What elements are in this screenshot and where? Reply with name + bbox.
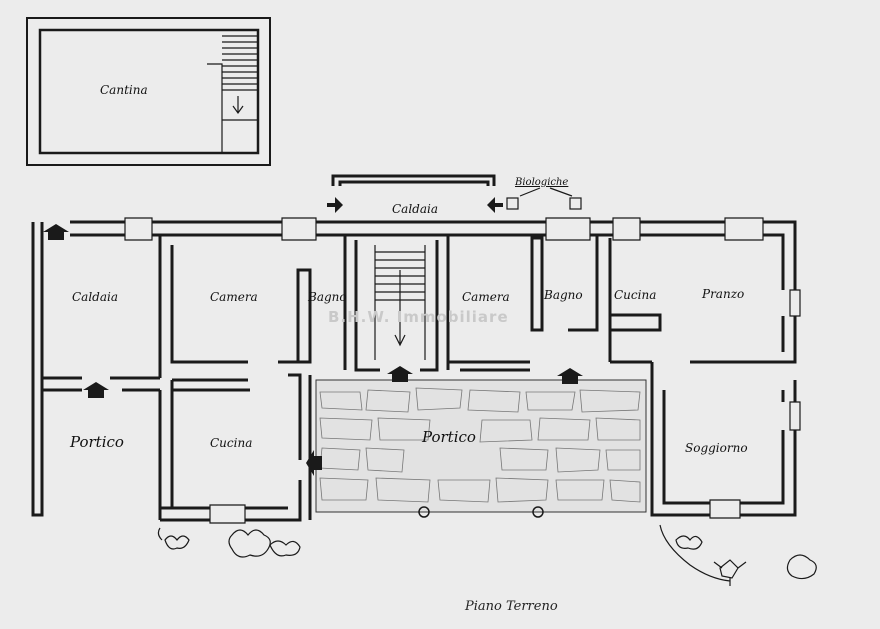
label-camera-1: Camera (210, 290, 258, 304)
label-caldaia-annex: Caldaia (392, 202, 438, 216)
label-cucina-1: Cucina (614, 288, 656, 302)
label-portico-center: Portico (421, 428, 476, 446)
arrow-caldaia-right (487, 197, 503, 213)
caldaia-annex (331, 174, 582, 210)
label-cantina: Cantina (100, 83, 148, 97)
label-bagno-1: Bagno (307, 290, 347, 304)
portico-paving (315, 379, 647, 518)
watermark: B.H.W. Immobiliare (328, 308, 509, 326)
cantina-inset (26, 17, 271, 166)
label-camera-2: Camera (462, 290, 510, 304)
entry-arrows (43, 197, 583, 476)
label-soggiorno: Soggiorno (685, 441, 748, 455)
exterior-walls (31, 220, 797, 522)
arrow-cucina-2 (306, 450, 322, 476)
label-bagno-2: Bagno (543, 288, 583, 302)
cantina-stairs (222, 35, 258, 115)
label-portico-left: Portico (69, 433, 124, 451)
label-cucina-2: Cucina (210, 436, 252, 450)
window-marks (124, 217, 801, 524)
label-caldaia-room: Caldaia (72, 290, 118, 304)
label-pranzo: Pranzo (701, 287, 744, 301)
arrow-caldaia-left (327, 197, 343, 213)
arrow-caldaia-room (43, 224, 69, 240)
floor-title: Piano Terreno (464, 599, 558, 614)
label-biologiche: Biologiche (514, 177, 568, 188)
main-stairs (374, 245, 426, 360)
garden-vegetation (157, 524, 817, 586)
arrow-stairs (387, 366, 413, 382)
arrow-camera-2 (557, 368, 583, 384)
arrow-portico-left (83, 382, 109, 398)
interior-walls (42, 235, 722, 520)
